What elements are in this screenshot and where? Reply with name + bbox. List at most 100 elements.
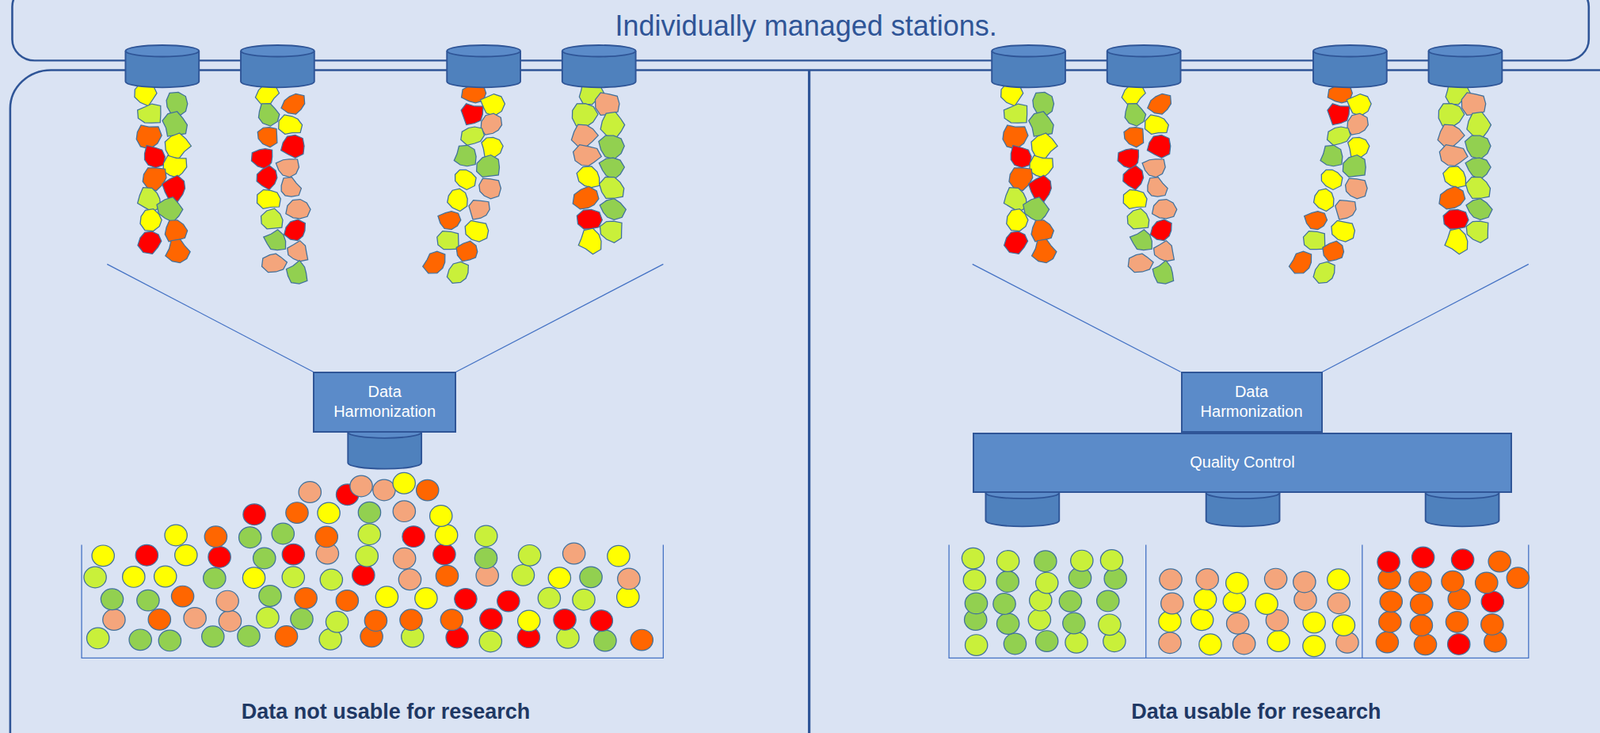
- cylinder: [446, 45, 521, 88]
- data-point: [239, 526, 262, 549]
- data-blob: [1006, 209, 1029, 232]
- data-blob: [1032, 239, 1057, 263]
- data-point: [1222, 590, 1246, 613]
- data-point: [1062, 612, 1086, 634]
- data-point: [218, 609, 241, 632]
- data-point: [1161, 592, 1184, 614]
- data-point: [454, 588, 477, 610]
- data-blob: [1147, 93, 1172, 115]
- data-point: [1409, 614, 1433, 637]
- data-point: [259, 585, 282, 607]
- data-point: [1410, 593, 1433, 615]
- data-point: [1097, 590, 1120, 612]
- cylinder-top: [240, 45, 315, 58]
- cylinder: [125, 45, 199, 88]
- data-point: [607, 544, 630, 567]
- data-point: [335, 590, 359, 612]
- data-point: [1506, 567, 1529, 589]
- process-box: Quality Control: [972, 432, 1513, 493]
- data-point: [511, 564, 534, 587]
- data-blob: [1437, 124, 1465, 147]
- data-blob: [599, 198, 626, 221]
- data-point: [1035, 630, 1058, 652]
- data-point: [164, 524, 187, 546]
- data-point: [148, 608, 171, 630]
- data-blob: [480, 94, 506, 117]
- data-point: [416, 479, 439, 501]
- data-point: [474, 547, 497, 569]
- data-point: [518, 544, 541, 567]
- data-point: [204, 525, 227, 548]
- data-blob: [1152, 199, 1178, 219]
- cylinder: [1107, 45, 1181, 88]
- data-blob: [1003, 103, 1027, 123]
- data-point: [537, 586, 560, 609]
- data-blob: [1342, 155, 1366, 178]
- data-blob: [275, 159, 299, 178]
- data-blob: [140, 209, 162, 232]
- data-blob: [137, 231, 162, 254]
- data-blob: [1313, 261, 1335, 283]
- data-point: [961, 547, 984, 569]
- data-point: [594, 629, 617, 652]
- data-blob: [1465, 135, 1491, 160]
- data-point: [1098, 613, 1121, 636]
- data-blob: [1304, 211, 1328, 230]
- data-point: [1327, 592, 1350, 614]
- data-point: [1100, 549, 1123, 572]
- data-blob: [1028, 111, 1054, 137]
- data-point: [1003, 632, 1026, 655]
- data-blob: [571, 124, 599, 147]
- caption-label: Data not usable for research: [241, 699, 531, 724]
- data-blob: [437, 231, 459, 250]
- data-blob: [576, 166, 600, 188]
- data-point: [352, 563, 375, 586]
- data-blob: [278, 114, 303, 134]
- divider: [807, 69, 811, 733]
- data-point: [271, 522, 294, 545]
- data-point: [553, 609, 576, 631]
- data-blob: [600, 111, 625, 138]
- cylinder: [985, 487, 1060, 527]
- data-point: [402, 525, 425, 548]
- cylinder: [991, 45, 1066, 88]
- data-blob: [1335, 200, 1357, 220]
- data-point: [154, 565, 177, 587]
- title: Individually managed stations.: [615, 9, 998, 43]
- data-point: [475, 525, 498, 547]
- data-blob: [447, 188, 468, 211]
- data-point: [171, 585, 194, 607]
- data-point: [964, 592, 987, 614]
- cylinder-top: [1428, 45, 1503, 58]
- data-point: [290, 608, 313, 630]
- data-blob: [1127, 208, 1149, 229]
- data-blob: [1152, 260, 1174, 284]
- data-blob: [1147, 177, 1168, 197]
- data-blob: [1327, 103, 1350, 126]
- data-point: [579, 566, 602, 588]
- data-point: [964, 634, 987, 656]
- data-blob: [256, 165, 278, 191]
- data-blob: [258, 103, 279, 127]
- data-point: [253, 547, 276, 569]
- data-blob: [1322, 240, 1345, 261]
- data-blob: [1439, 186, 1466, 210]
- data-point: [358, 501, 381, 523]
- data-blob: [1327, 126, 1352, 145]
- data-point: [617, 567, 640, 590]
- data-blob: [1154, 240, 1175, 262]
- data-point: [590, 609, 613, 632]
- data-blob: [285, 260, 307, 284]
- data-blob: [576, 209, 602, 229]
- data-blob: [1303, 231, 1326, 250]
- data-point: [1375, 631, 1399, 653]
- data-point: [1413, 633, 1437, 656]
- data-point: [216, 590, 239, 612]
- cylinder: [240, 45, 315, 88]
- data-point: [1332, 614, 1355, 637]
- data-blob: [1123, 189, 1147, 209]
- data-blob: [1321, 169, 1343, 190]
- data-point: [315, 525, 338, 548]
- data-point: [135, 544, 158, 566]
